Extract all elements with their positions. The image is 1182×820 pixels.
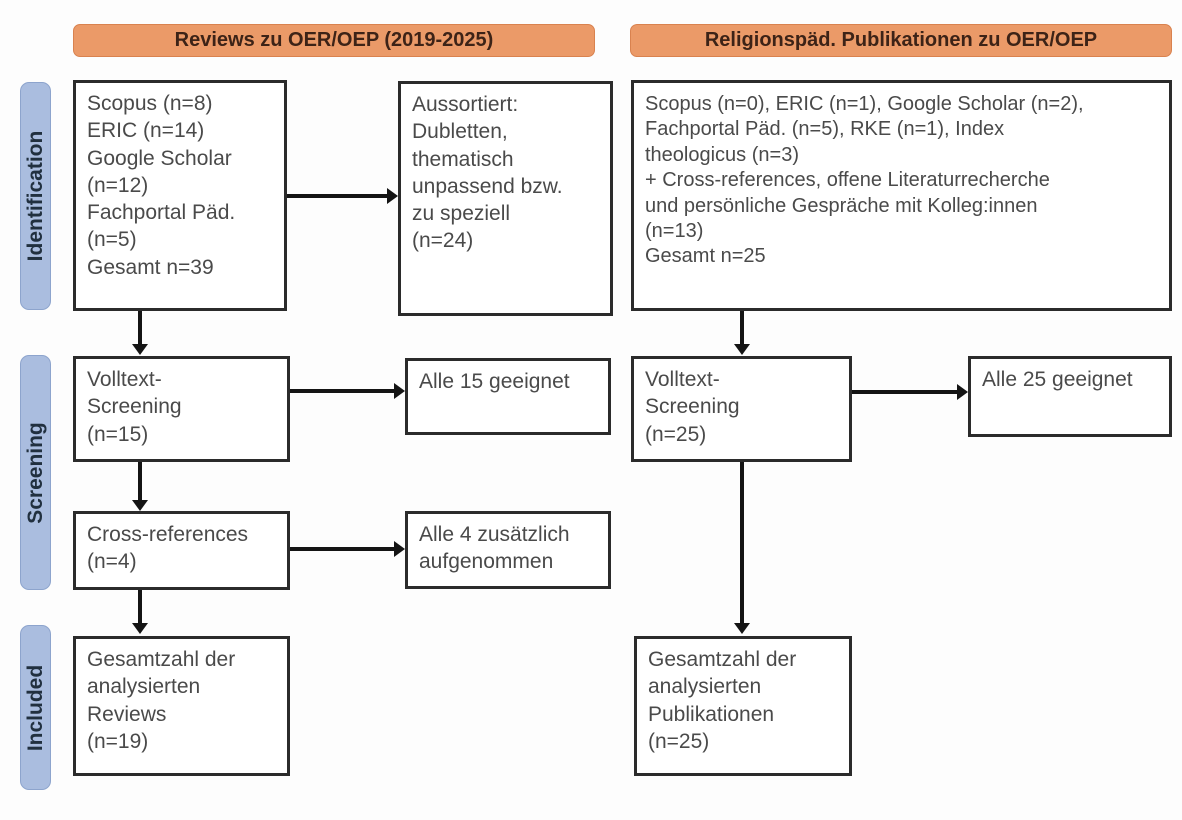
connector-right-fulltext-to-included: [740, 462, 744, 624]
arrowhead-left-crossrefs-to-result: [394, 541, 405, 557]
column-header-left: Reviews zu OER/OEP (2019-2025): [73, 24, 595, 57]
arrowhead-left-sources-to-screening: [132, 344, 148, 355]
connector-left-crossrefs-to-included: [138, 590, 142, 624]
column-header-right-label: Religionspäd. Publikationen zu OER/OEP: [704, 29, 1098, 51]
arrowhead-left-fulltext-to-result: [394, 383, 405, 399]
phase-label-included: Included: [23, 664, 47, 751]
box-right-fulltext-result: Alle 25 geeignet: [968, 356, 1172, 437]
arrowhead-right-sources-to-screening: [734, 344, 750, 355]
arrowhead-left-sources-to-excluded: [387, 188, 398, 204]
connector-left-fulltext-to-result: [290, 389, 394, 393]
connector-left-sources-to-excluded: [287, 194, 387, 198]
phase-label-identification: Identification: [23, 130, 47, 262]
box-right-identification-sources: Scopus (n=0), ERIC (n=1), Google Scholar…: [631, 80, 1172, 311]
box-left-crossreferences-result: Alle 4 zusätzlich aufgenommen: [405, 511, 611, 589]
column-header-right: Religionspäd. Publikationen zu OER/OEP: [630, 24, 1172, 57]
box-left-identification-excluded: Aussortiert: Dubletten, thematisch unpas…: [398, 81, 613, 316]
box-left-identification-sources: Scopus (n=8) ERIC (n=14) Google Scholar …: [73, 80, 287, 311]
connector-right-sources-to-screening: [740, 311, 744, 345]
box-left-fulltext-result: Alle 15 geeignet: [405, 358, 611, 435]
phase-bar-identification: Identification: [20, 82, 51, 310]
connector-left-sources-to-screening: [138, 311, 142, 345]
column-header-left-label: Reviews zu OER/OEP (2019-2025): [174, 29, 494, 51]
connector-right-fulltext-to-result: [852, 390, 957, 394]
arrowhead-left-crossrefs-to-included: [132, 623, 148, 634]
phase-label-screening: Screening: [23, 421, 47, 524]
box-right-fulltext-screening: Volltext- Screening (n=25): [631, 356, 852, 462]
phase-bar-included: Included: [20, 625, 51, 790]
phase-bar-screening: Screening: [20, 355, 51, 590]
box-left-included-total: Gesamtzahl der analysierten Reviews (n=1…: [73, 636, 290, 776]
box-left-crossreferences: Cross-references (n=4): [73, 511, 290, 590]
box-left-fulltext-screening: Volltext- Screening (n=15): [73, 356, 290, 462]
arrowhead-left-fulltext-to-crossrefs: [132, 500, 148, 511]
connector-left-fulltext-to-crossrefs: [138, 462, 142, 501]
arrowhead-right-fulltext-to-included: [734, 623, 750, 634]
box-right-included-total: Gesamtzahl der analysierten Publikatione…: [634, 636, 852, 776]
connector-left-crossrefs-to-result: [290, 547, 394, 551]
arrowhead-right-fulltext-to-result: [957, 384, 968, 400]
